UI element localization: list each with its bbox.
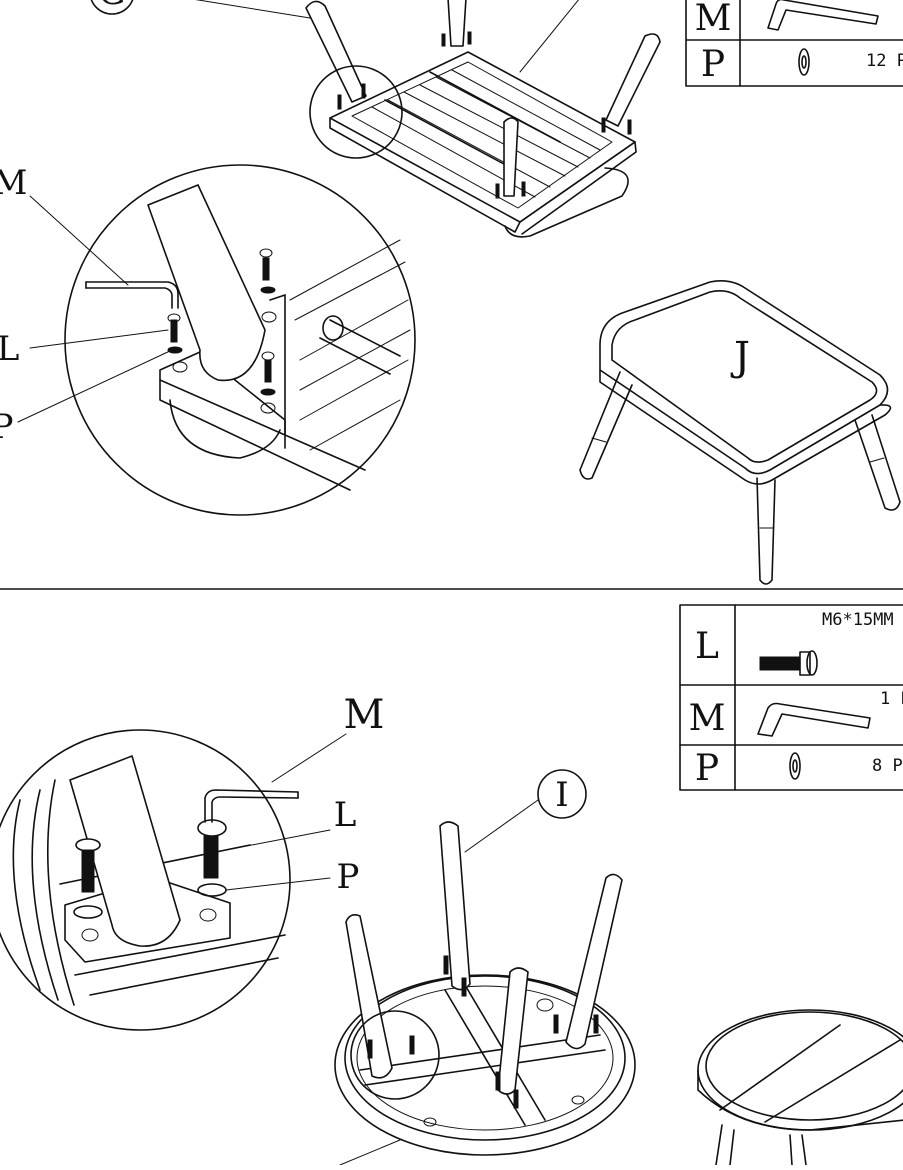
allen-key-icon <box>767 0 879 31</box>
step1-label-p: P <box>0 349 173 447</box>
svg-text:L: L <box>334 795 357 835</box>
step1-bench-frame <box>329 0 637 238</box>
step2-label-m: M <box>271 692 385 783</box>
step2-table-row-m: M 1 P <box>689 689 903 739</box>
svg-text:L: L <box>0 329 19 369</box>
step2-detail-view <box>0 729 299 1031</box>
svg-text:M: M <box>344 692 385 738</box>
washer-icon <box>798 48 810 76</box>
svg-text:M: M <box>0 163 27 203</box>
step2-detail-marker <box>350 1010 440 1100</box>
step2-diagram: L M6*15MM 8 M 1 P P 8 P <box>0 604 903 1166</box>
step1-detail-view <box>64 164 416 516</box>
step2-label-l: L <box>225 795 357 851</box>
svg-text:I: I <box>555 775 568 815</box>
svg-text:P: P <box>701 44 725 85</box>
step1-label-g: G <box>90 0 311 19</box>
svg-text:M6*15MM 8: M6*15MM 8 <box>822 610 903 630</box>
step1-label-l: L <box>0 329 169 369</box>
svg-text:1 P: 1 P <box>880 689 903 709</box>
svg-text:M: M <box>695 0 732 39</box>
svg-text:L: L <box>695 626 719 667</box>
step2-label-p: P <box>225 857 360 897</box>
bolt-icon <box>759 650 818 676</box>
step1-finished-bench: J <box>579 280 901 585</box>
svg-text:P: P <box>695 748 719 789</box>
step1-detail-marker <box>309 65 403 159</box>
svg-text:J: J <box>730 334 750 380</box>
washer-icon <box>789 752 801 780</box>
step1-table-row-m: M <box>695 0 879 39</box>
svg-text:8 P: 8 P <box>872 756 903 776</box>
allen-key-icon <box>757 702 871 737</box>
step2-table-row-l: L M6*15MM 8 <box>695 610 903 676</box>
step2-leader-line <box>339 1139 401 1166</box>
svg-text:G: G <box>98 0 125 13</box>
step1-label-m: M <box>0 163 129 286</box>
step1-diagram: G <box>0 0 903 585</box>
svg-text:P: P <box>0 407 13 447</box>
step2-hardware-table: L M6*15MM 8 M 1 P P 8 P <box>679 604 903 791</box>
step2-finished-stool <box>697 1009 903 1166</box>
svg-text:M: M <box>689 698 726 739</box>
step2-table-row-p: P 8 P <box>695 748 903 789</box>
step2-stool-legs <box>345 821 623 1095</box>
step1-hardware-table: M P 12 P <box>685 0 903 87</box>
step2-stool-bolts <box>367 955 599 1109</box>
step1-bench-bolts <box>337 31 632 199</box>
step1-bench-legs <box>305 0 661 197</box>
step2-label-i: I <box>464 769 587 853</box>
svg-text:12 P: 12 P <box>866 51 903 71</box>
svg-text:P: P <box>337 857 360 897</box>
step1-table-row-p: P 12 P <box>701 44 903 85</box>
step2-stool-seat <box>334 974 636 1156</box>
